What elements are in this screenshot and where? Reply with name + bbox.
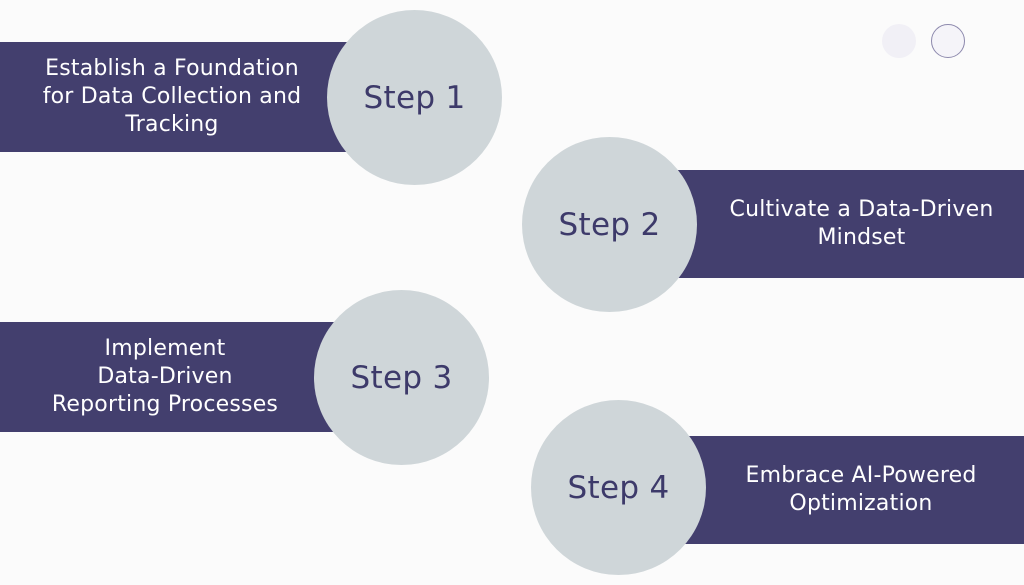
step-2-description: Cultivate a Data-Driven Mindset [730,196,994,252]
step-1-description-line-3: Tracking [125,112,219,137]
decorative-dot-filled [882,24,916,58]
step-1-circle: Step 1 [327,10,502,185]
step-2-circle: Step 2 [522,137,697,312]
step-1-description-bar: Establish a Foundation for Data Collecti… [0,42,350,152]
step-2-description-line-2: Mindset [817,225,906,250]
step-1-description-line-1: Establish a Foundation [45,56,299,81]
step-4-circle: Step 4 [531,400,706,575]
step-3-description-line-3: Reporting Processes [51,392,279,417]
step-3-description: Implement Data-Driven Reporting Processe… [52,335,278,419]
step-1-description: Establish a Foundation for Data Collecti… [43,55,302,139]
step-4-description: Embrace AI-Powered Optimization [745,462,976,518]
step-3-description-bar: Implement Data-Driven Reporting Processe… [0,322,340,432]
decorative-dot-outlined [931,24,965,58]
step-2-label: Step 2 [558,206,661,243]
step-3-circle: Step 3 [314,290,489,465]
step-2-description-line-1: Cultivate a Data-Driven [729,197,994,222]
step-4-label: Step 4 [567,469,670,506]
step-3-label: Step 3 [350,359,453,396]
step-4-description-line-1: Embrace AI-Powered [745,463,977,488]
step-1-label: Step 1 [363,79,466,116]
step-4-description-bar: Embrace AI-Powered Optimization [672,436,1024,544]
step-1-description-line-2: for Data Collection and [42,84,302,109]
step-2-description-bar: Cultivate a Data-Driven Mindset [665,170,1024,278]
step-3-description-line-2: Data-Driven [97,364,233,389]
step-3-description-line-1: Implement [104,336,226,361]
step-4-description-line-2: Optimization [789,491,933,516]
